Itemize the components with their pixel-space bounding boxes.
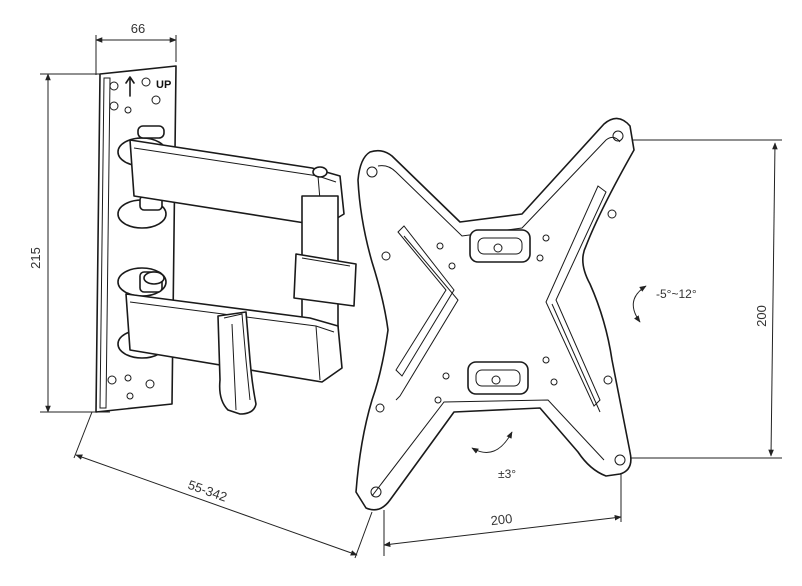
dimension-vesa-vertical [622,139,782,459]
swivel-angle-label: ±3° [498,467,516,481]
dimension-label-vesa-horizontal: 200 [490,511,513,528]
dimension-label-plate-width: 66 [131,21,145,36]
arm-clip [217,311,257,415]
dimension-plate-width [95,35,177,75]
dimension-label-plate-height: 215 [28,247,43,269]
up-label: UP [156,79,171,91]
dimension-vesa-horizontal [383,468,622,556]
tilt-arrow-icon [632,285,647,323]
vesa-plate [355,117,635,511]
up-arrow-icon [125,76,135,97]
swivel-arrow-icon [471,431,513,454]
dimension-label-extension: 55-342 [186,477,229,505]
dimension-extension [73,411,373,559]
upper-arm [129,139,345,227]
dimension-label-vesa-vertical: 200 [754,305,769,327]
wall-plate: UP [95,65,177,413]
tilt-angle-label: -5°~12° [656,287,697,301]
